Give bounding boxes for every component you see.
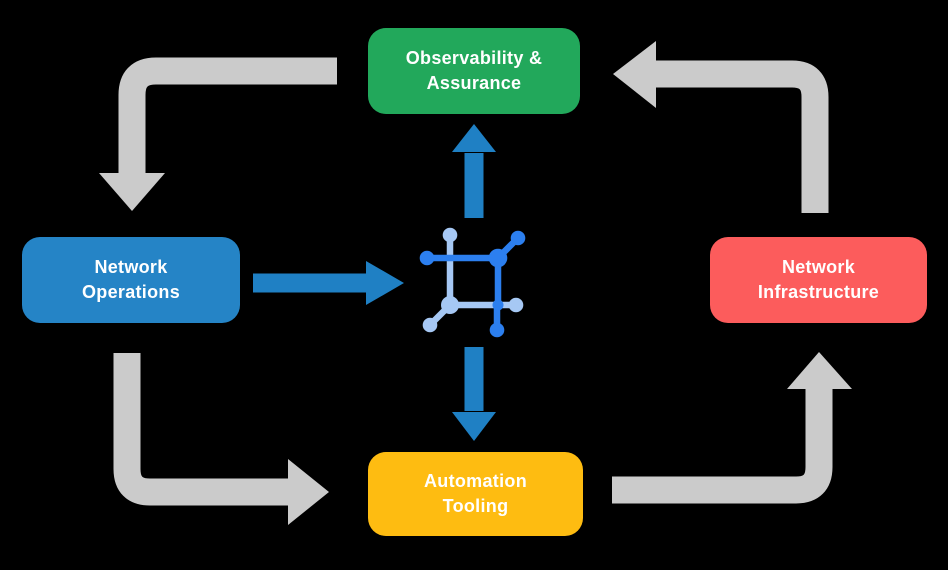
- arrow-operations-to-center: [253, 261, 404, 305]
- node-network-operations: Network Operations: [22, 237, 240, 323]
- node-observability-assurance: Observability & Assurance: [368, 28, 580, 114]
- node-label-line: Network: [94, 257, 168, 277]
- node-network-infrastructure: Network Infrastructure: [710, 237, 927, 323]
- node-label-line: Network: [781, 257, 856, 277]
- arrow-infrastructure-to-observability: [613, 41, 829, 213]
- network-node-icon: [419, 227, 526, 338]
- node-label-line: Tooling: [442, 496, 509, 516]
- node-label-line: Infrastructure: [757, 282, 880, 302]
- node-label-line: Assurance: [426, 73, 522, 93]
- arrow-center-to-observability: [452, 124, 496, 218]
- node-label-line: Observability &: [405, 48, 543, 68]
- node-label-line: Automation: [424, 471, 527, 491]
- arrow-automation-to-infrastructure: [612, 352, 852, 504]
- arrow-center-to-automation: [452, 347, 496, 441]
- arrow-observability-to-operations: [99, 57, 337, 211]
- node-label-line: Operations: [81, 282, 181, 302]
- node-automation-tooling: Automation Tooling: [368, 452, 583, 536]
- arrow-operations-to-automation: [113, 353, 329, 525]
